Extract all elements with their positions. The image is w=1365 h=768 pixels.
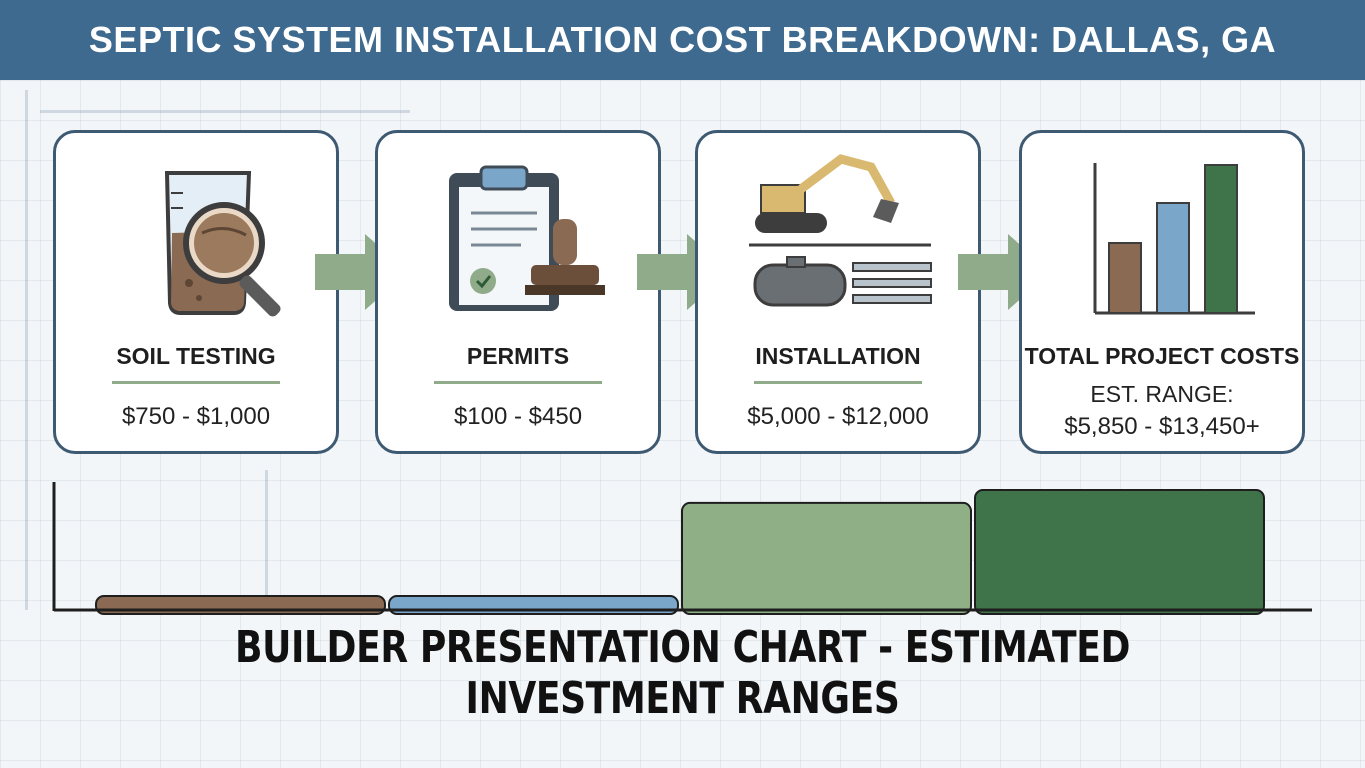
range-label: EST. RANGE: <box>1090 381 1234 407</box>
bar-chart-icon <box>1093 163 1255 315</box>
stage-card-installation: INSTALLATION $5,000 - $12,000 <box>695 130 981 454</box>
total-title: TOTAL PROJECT COSTS <box>1024 343 1300 369</box>
investment-bar-chart <box>52 482 1312 615</box>
stage-cost: $750 - $1,000 <box>121 403 271 430</box>
stage-title: PERMITS <box>466 343 570 369</box>
bar-installation <box>681 501 972 615</box>
range-value: $5,850 - $13,450+ <box>1064 413 1260 440</box>
permit-clipboard-stamp-icon <box>449 165 605 311</box>
stage-cost: $100 - $450 <box>453 403 583 430</box>
stage-card-permits: PERMITS $100 - $450 <box>375 130 661 454</box>
divider <box>434 381 602 384</box>
bar-total <box>974 489 1265 615</box>
header-banner: SEPTIC SYSTEM INSTALLATION COST BREAKDOW… <box>0 0 1365 80</box>
soil-sample-magnifier-icon <box>164 171 281 317</box>
stage-cost: $5,000 - $12,000 <box>747 403 929 430</box>
page-title: SEPTIC SYSTEM INSTALLATION COST BREAKDOW… <box>88 19 1277 60</box>
footer-title: BUILDER PRESENTATION CHART - ESTIMATED I… <box>234 622 1131 724</box>
blueprint-line <box>25 90 28 610</box>
excavator-septic-tank-icon <box>749 154 932 307</box>
divider <box>112 381 280 384</box>
stage-card-soil-testing: SOIL TESTING $750 - $1,000 <box>53 130 339 454</box>
blueprint-line <box>265 470 268 610</box>
total-cost-card: TOTAL PROJECT COSTS EST. RANGE: $5,850 -… <box>1019 130 1305 454</box>
stage-title: INSTALLATION <box>755 343 921 369</box>
blueprint-line <box>40 110 410 113</box>
stage-title: SOIL TESTING <box>116 343 276 369</box>
divider <box>754 381 922 384</box>
